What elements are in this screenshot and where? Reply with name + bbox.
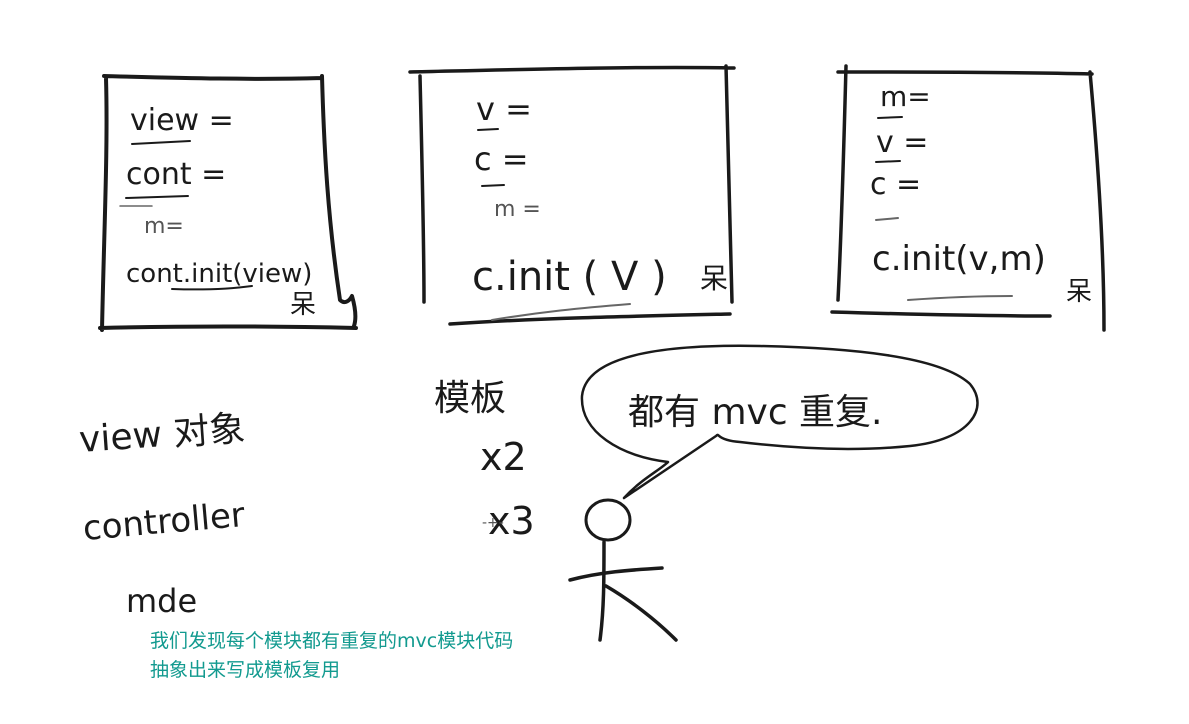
stick-figure-leg: [604, 584, 678, 642]
module-note-template: 模板: [434, 378, 506, 419]
stick-figure-head: [584, 498, 632, 542]
panel-3-stick-person: 呆: [1066, 277, 1092, 307]
panel-2-stick-person: 呆: [700, 262, 728, 295]
panel-1-underline-1: [131, 140, 191, 145]
panel-3: m= v = c = c.init(v,m) 呆: [830, 64, 1106, 332]
panel-1-underline-4: [171, 285, 253, 291]
panel-3-underline-4: [907, 295, 1013, 301]
module-note-x2: x2: [480, 435, 527, 479]
panel-3-underline-3: [875, 217, 899, 221]
panel-3-line-4: c.init(v,m): [872, 239, 1046, 279]
panel-2-underline-2: [481, 184, 505, 187]
panel-1-frame: [98, 74, 358, 332]
caption: 我们发现每个模块都有重复的mvc模块代码 抽象出来写成模板复用: [150, 627, 710, 685]
stick-figure: [568, 498, 678, 642]
panel-3-frame: [830, 64, 1106, 332]
panel-3-line-1: m=: [880, 80, 931, 113]
panel-2-underline-4: [491, 303, 631, 321]
panel-2-line-1: v =: [476, 90, 532, 128]
stick-figure-body: [598, 540, 606, 642]
stick-figure-arms: [568, 566, 664, 582]
panel-3-underline-1: [877, 116, 903, 119]
left-note-controller: controller: [81, 495, 246, 549]
panel-3-line-3: c =: [870, 167, 921, 202]
left-note-model: mde: [126, 582, 197, 620]
panel-1: view = cont = m= cont.init(view) 呆: [98, 74, 358, 332]
speech-bubble: 都有 mvc 重复.: [580, 344, 979, 500]
panel-1-line-3: m=: [144, 214, 184, 239]
panel-1-line-4: cont.init(view): [126, 259, 312, 289]
panel-2-underline-1: [477, 128, 499, 131]
speech-bubble-outline: [580, 344, 979, 500]
speech-bubble-text: 都有 mvc 重复.: [628, 392, 883, 433]
panel-2-line-3: m =: [494, 197, 541, 222]
cursor-mark: -+-: [482, 515, 504, 531]
caption-line-1: 我们发现每个模块都有重复的mvc模块代码: [150, 630, 514, 652]
panel-1-line-2: cont =: [126, 157, 226, 192]
module-notes: 模板 x2 x3 -+-: [434, 378, 535, 543]
panel-1-line-1: view =: [130, 103, 234, 138]
panel-3-underline-2: [875, 160, 901, 163]
left-notes: view 对象 controller mde: [78, 408, 247, 620]
panel-1-underline-2: [125, 195, 189, 199]
caption-line-2: 抽象出来写成模板复用: [150, 659, 341, 681]
panel-3-line-2: v =: [876, 125, 928, 160]
module-note-x3: x3: [488, 499, 535, 543]
panel-1-stick-person: 呆: [290, 290, 316, 320]
panel-2-frame: [408, 64, 736, 326]
panel-2-line-2: c =: [474, 140, 529, 178]
left-note-view: view 对象: [78, 408, 247, 461]
panel-2: v = c = m = c.init ( V ) 呆: [408, 64, 736, 326]
panel-2-line-4: c.init ( V ): [472, 254, 667, 300]
